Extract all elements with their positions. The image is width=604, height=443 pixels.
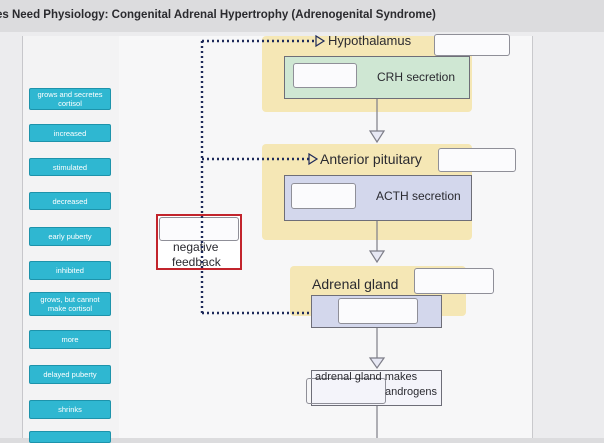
androgens-label-line2: androgens (385, 386, 437, 398)
androgens-drop-target[interactable] (306, 378, 386, 404)
chip-shrinks[interactable]: shrinks (29, 400, 111, 419)
page-title-text: es Need Physiology: Congenital Adrenal H… (0, 9, 436, 21)
feedback-arrowhead-pituitary (308, 152, 319, 166)
negative-feedback-line1: negative (173, 240, 219, 254)
adrenal-gland-label: Adrenal gland (312, 276, 399, 292)
chip-stimulated[interactable]: stimulated (29, 158, 111, 176)
adrenal-drop-target[interactable] (414, 268, 494, 294)
negative-feedback-line2: feedback (172, 255, 221, 269)
hypothalamus-drop-target[interactable] (434, 34, 510, 56)
chip-increased[interactable]: increased (29, 124, 111, 142)
crh-drop-target[interactable] (293, 63, 357, 88)
chip-delayed-puberty[interactable]: delayed puberty (29, 365, 111, 384)
chip-grows-and-secretes-cortisol[interactable]: grows and secretes cortisol (29, 88, 111, 110)
anterior-pituitary-label: Anterior pituitary (320, 151, 422, 167)
chip-label: grows and secretes cortisol (37, 90, 103, 108)
chip-more[interactable]: more (29, 330, 111, 349)
crh-secretion-label: CRH secretion (377, 70, 456, 84)
arrowhead-1 (368, 130, 386, 144)
androgens-box (311, 370, 442, 406)
chip-label: early puberty (48, 232, 92, 241)
chip-label: grows, but cannot make cortisol (40, 295, 100, 313)
androgens-label-line1: adrenal gland makes (315, 371, 418, 383)
arrowhead-3 (368, 357, 386, 370)
negative-feedback-drop-target[interactable] (159, 217, 239, 241)
chip-label: stimulated (52, 162, 88, 172)
chip-label: decreased (52, 196, 88, 206)
chip-grows-but-cannot-make-cortisol[interactable]: grows, but cannot make cortisol (29, 292, 111, 316)
chip-inhibited[interactable]: inhibited (29, 261, 111, 280)
chip-early-puberty[interactable]: early puberty (29, 227, 111, 246)
chip-label: delayed puberty (43, 370, 97, 379)
chip-label: shrinks (58, 405, 82, 414)
arrowhead-2 (368, 250, 386, 264)
feedback-arrowhead-hypothalamus (315, 34, 326, 48)
chip-label: more (61, 335, 79, 344)
flow-arrows (368, 99, 386, 438)
chip-label: inhibited (56, 266, 84, 275)
feedback-dotted-path (200, 39, 316, 315)
hypothalamus-label: Hypothalamus (328, 33, 412, 48)
pituitary-drop-target[interactable] (438, 148, 516, 172)
acth-drop-target[interactable] (291, 183, 356, 209)
acth-secretion-label: ACTH secretion (376, 189, 461, 203)
chip-decreased[interactable]: decreased (29, 192, 111, 210)
adrenal-size-drop-target[interactable] (338, 298, 418, 324)
chip-label: increased (53, 128, 87, 138)
